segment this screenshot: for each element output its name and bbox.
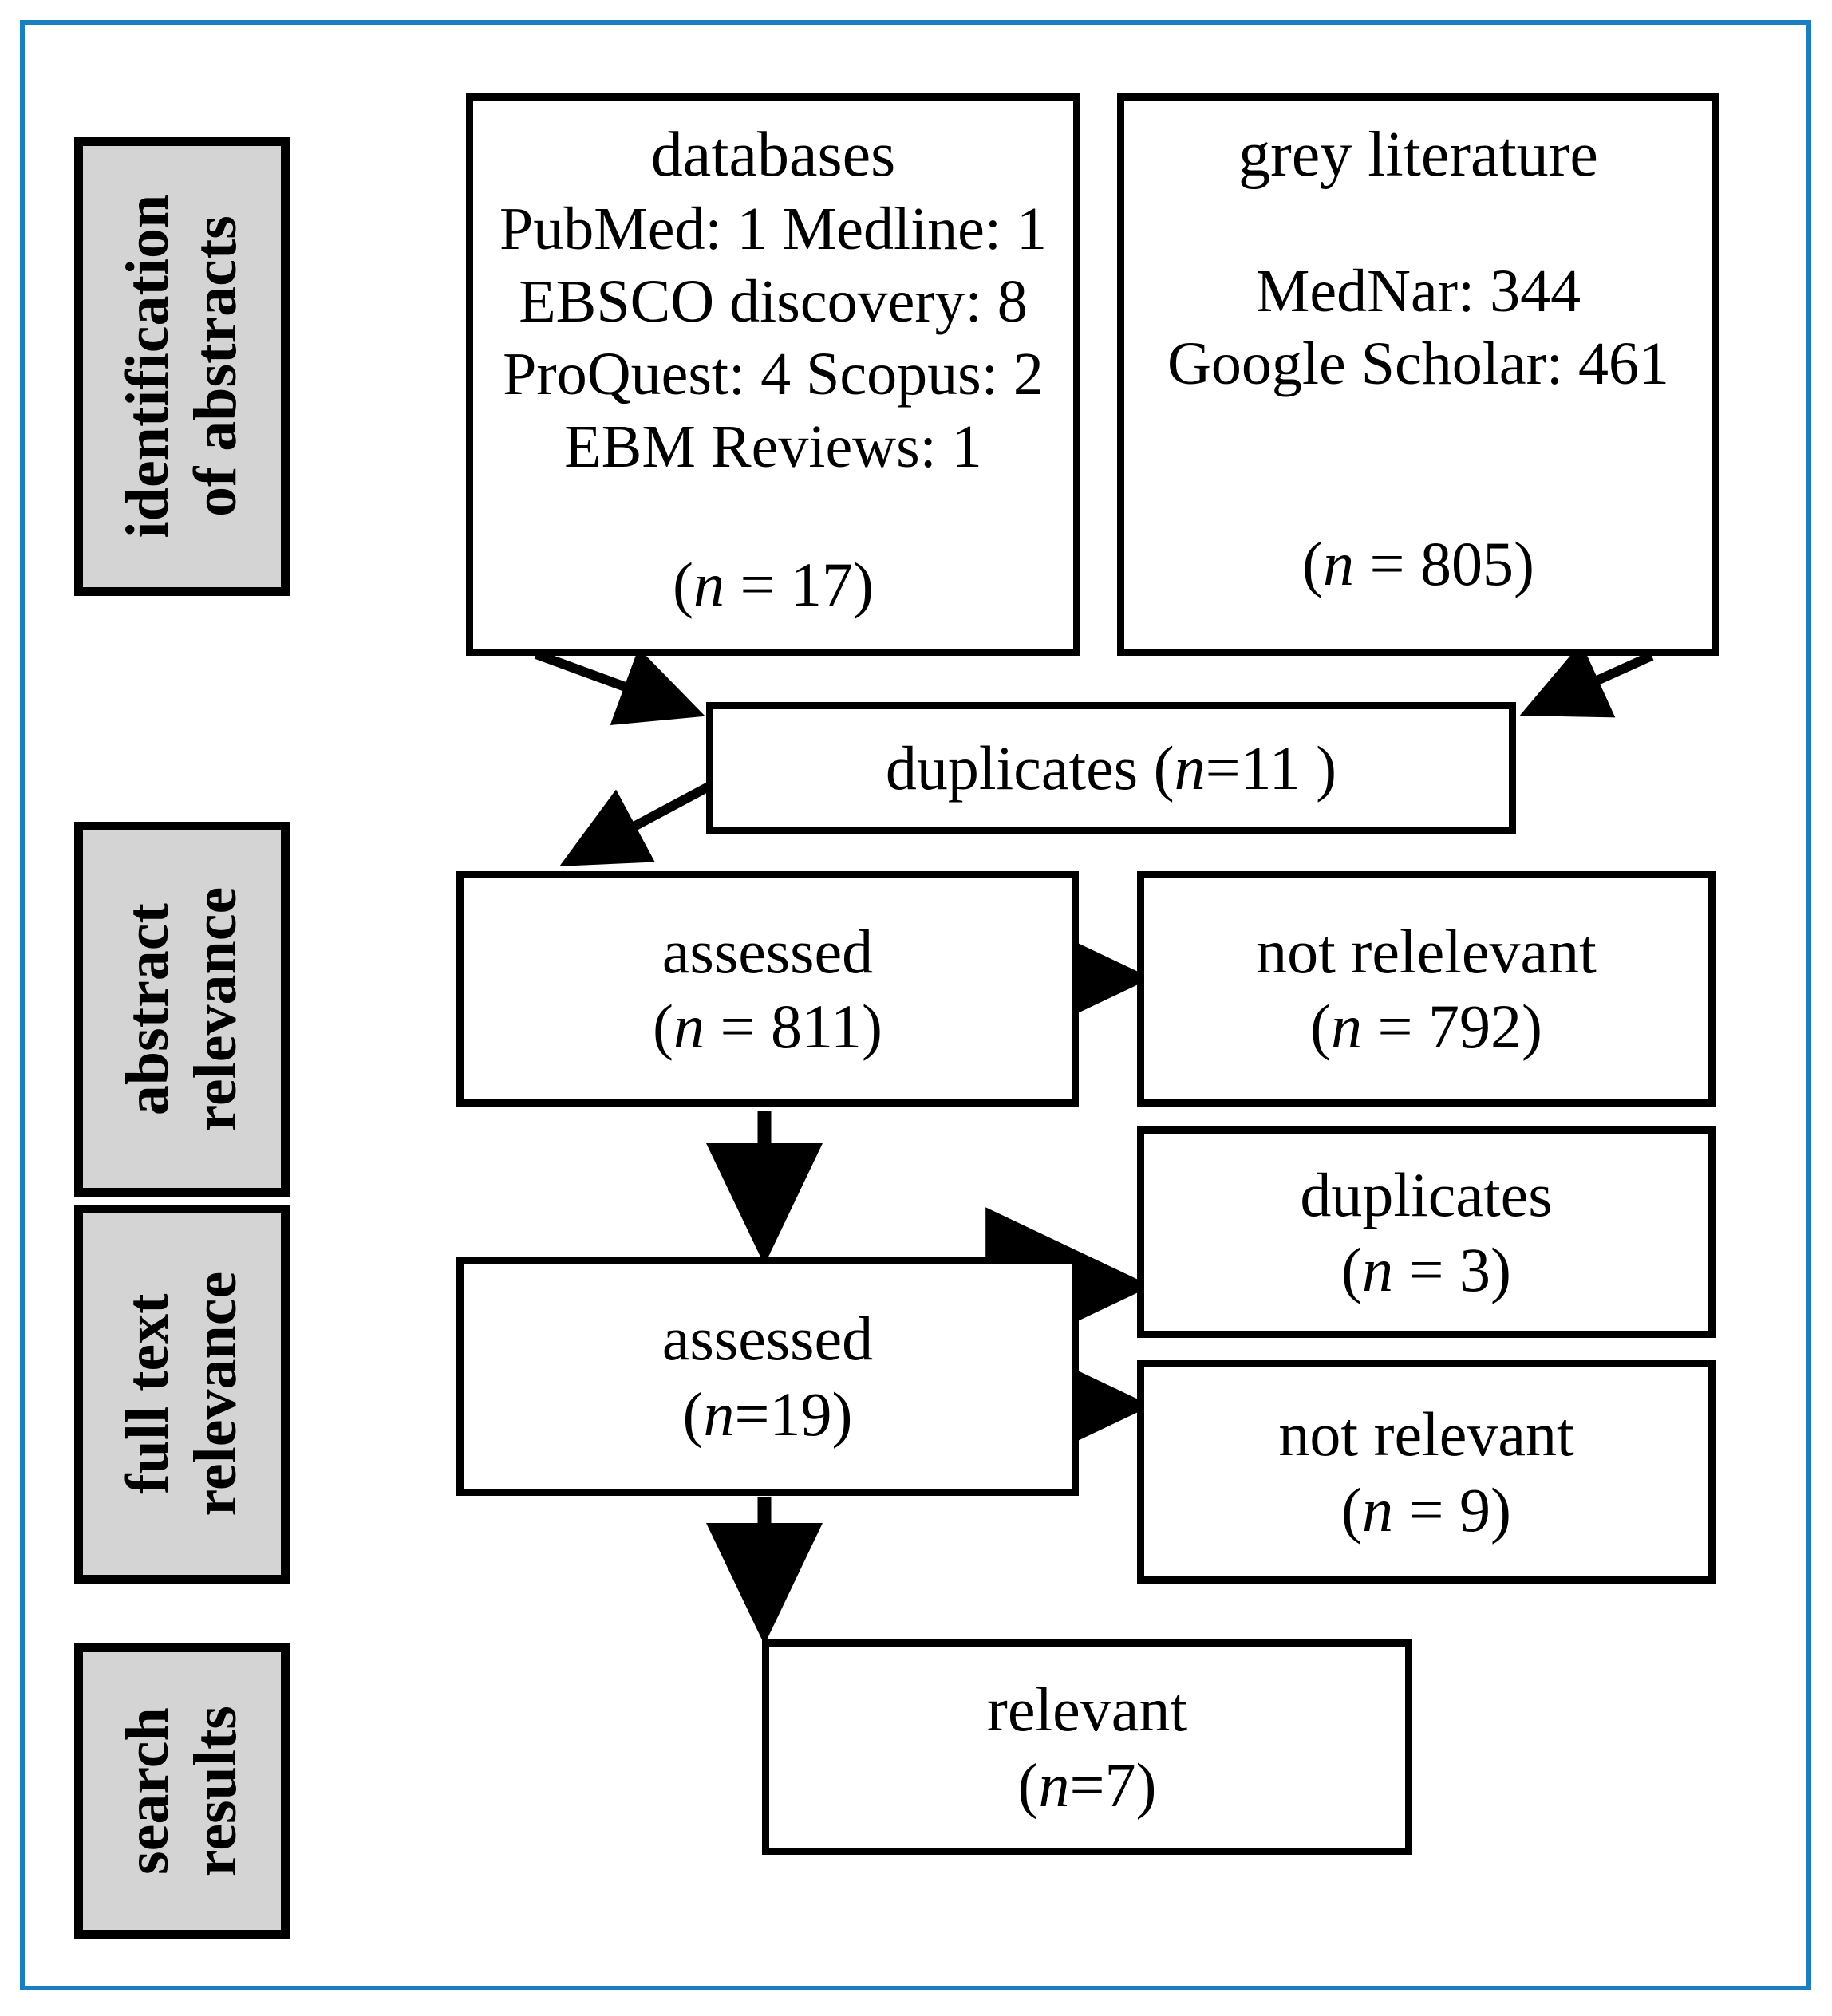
stage-full-text-relevance-text: full text relevance [114, 1272, 250, 1517]
stage-identification-text: identification of abstracts [114, 195, 250, 539]
stage-full-text-relevance-line2: relevance [182, 1272, 250, 1517]
duplicates-fulltext-n-symbol: n [1362, 1235, 1393, 1305]
not-relevant-fulltext-n-symbol: n [1362, 1474, 1393, 1545]
stage-identification-line2: of abstracts [182, 215, 249, 518]
databases-line-4: EBM Reviews: 1 [564, 413, 982, 481]
grey-literature-line-2: Google Scholar: 461 [1167, 329, 1669, 397]
not-relevant-abstracts-n-symbol: n [1331, 992, 1362, 1062]
stage-label-full-text-relevance: full text relevance [74, 1205, 290, 1584]
assessed-abstracts-count: (n = 811) [652, 992, 883, 1062]
grey-literature-line-1: MedNar: 344 [1255, 257, 1581, 325]
relevant-label: relevant [986, 1675, 1188, 1745]
not-relevant-fulltext-n-value: = 9) [1408, 1474, 1511, 1545]
duplicates-fulltext-count: (n = 3) [1341, 1235, 1511, 1305]
databases-n-symbol: n [693, 550, 725, 620]
stage-abstract-relevance-text: abstract relevance [114, 887, 250, 1132]
assessed-fulltext-n-symbol: n [703, 1379, 735, 1449]
grey-literature-title: grey literature [1238, 120, 1598, 190]
node-assessed-fulltext: assessed (n=19) [456, 1257, 1079, 1496]
relevant-n-value: =7) [1069, 1750, 1157, 1820]
grey-literature-n-value: = 805) [1369, 528, 1534, 598]
arrow-greylit-to-duplicates [1519, 642, 1654, 718]
assessed-fulltext-n-value: =19) [734, 1379, 853, 1449]
assessed-abstracts-label: assessed [661, 916, 874, 986]
stage-label-identification: identification of abstracts [74, 137, 290, 596]
node-relevant: relevant (n=7) [762, 1639, 1412, 1855]
stage-search-results-text: search results [114, 1706, 250, 1876]
not-relevant-fulltext-count: (n = 9) [1341, 1474, 1511, 1545]
grey-literature-count: (n = 805) [1302, 528, 1534, 598]
databases-count: (n = 17) [673, 550, 874, 620]
relevant-n-symbol: n [1038, 1750, 1070, 1820]
databases-n-value: = 17) [740, 550, 874, 620]
node-assessed-abstracts: assessed (n = 811) [456, 871, 1079, 1107]
arrow-duplicates-to-assessed-abstracts [559, 782, 711, 866]
stage-search-results-line2: results [182, 1706, 249, 1876]
databases-line-2: EBSCO discovery: 8 [519, 267, 1028, 335]
duplicates-top-n-value: =11 ) [1205, 732, 1337, 803]
duplicates-top-n-symbol: n [1174, 732, 1206, 803]
node-grey-literature: grey literature MedNar: 344 Google Schol… [1117, 93, 1719, 656]
databases-line-1: PubMed: 1 Medline: 1 [499, 195, 1048, 262]
node-not-relevant-fulltext: not relevant (n = 9) [1137, 1360, 1716, 1584]
duplicates-top-label: duplicates ( [885, 732, 1175, 803]
databases-title: databases [650, 120, 896, 190]
grey-literature-n-symbol: n [1323, 528, 1354, 598]
duplicates-top-text: duplicates (n=11 ) [886, 732, 1336, 804]
stage-abstract-relevance-line2: relevance [182, 886, 250, 1132]
not-relevant-fulltext-label: not relevant [1278, 1399, 1574, 1470]
stage-label-abstract-relevance: abstract relevance [74, 822, 290, 1197]
stage-label-search-results: search results [74, 1643, 290, 1939]
assessed-abstracts-n-value: = 811) [720, 992, 883, 1062]
assessed-fulltext-label: assessed [661, 1304, 874, 1374]
node-not-relevant-abstracts: not relelevant (n = 792) [1137, 871, 1716, 1107]
stage-identification-line1: identification [113, 195, 181, 539]
not-relevant-abstracts-count: (n = 792) [1310, 992, 1542, 1062]
not-relevant-abstracts-label: not relelevant [1256, 916, 1597, 986]
duplicates-fulltext-label: duplicates [1300, 1159, 1553, 1229]
not-relevant-abstracts-n-value: = 792) [1377, 992, 1542, 1062]
stage-abstract-relevance-line1: abstract [113, 903, 181, 1115]
stage-full-text-relevance-line1: full text [113, 1293, 181, 1495]
duplicates-fulltext-n-value: = 3) [1408, 1235, 1511, 1305]
databases-line-3: ProQuest: 4 Scopus: 2 [503, 340, 1044, 408]
stage-search-results-line1: search [113, 1707, 181, 1875]
arrow-databases-to-duplicates [534, 648, 705, 725]
node-duplicates-top: duplicates (n=11 ) [706, 702, 1516, 834]
assessed-abstracts-n-symbol: n [673, 992, 705, 1062]
assessed-fulltext-count: (n=19) [682, 1379, 853, 1449]
node-duplicates-fulltext: duplicates (n = 3) [1137, 1126, 1716, 1338]
relevant-count: (n=7) [1017, 1750, 1157, 1820]
node-databases: databases PubMed: 1 Medline: 1 EBSCO dis… [466, 93, 1080, 656]
